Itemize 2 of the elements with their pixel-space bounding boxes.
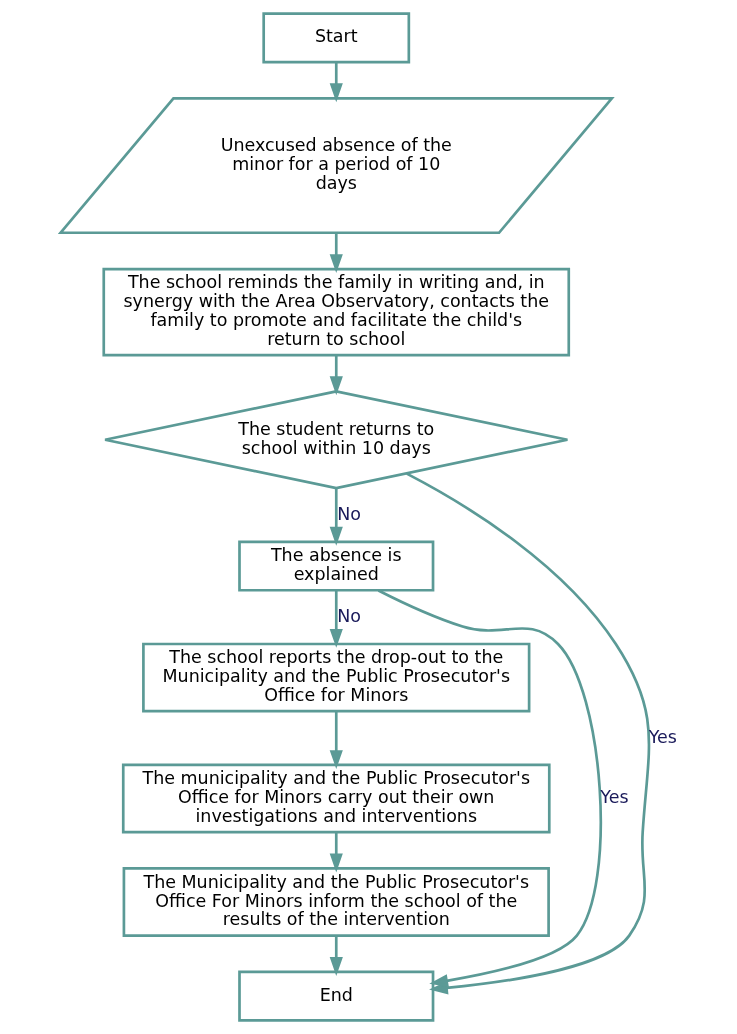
edge-label: No — [336, 503, 361, 524]
edge-label: No — [336, 605, 361, 626]
